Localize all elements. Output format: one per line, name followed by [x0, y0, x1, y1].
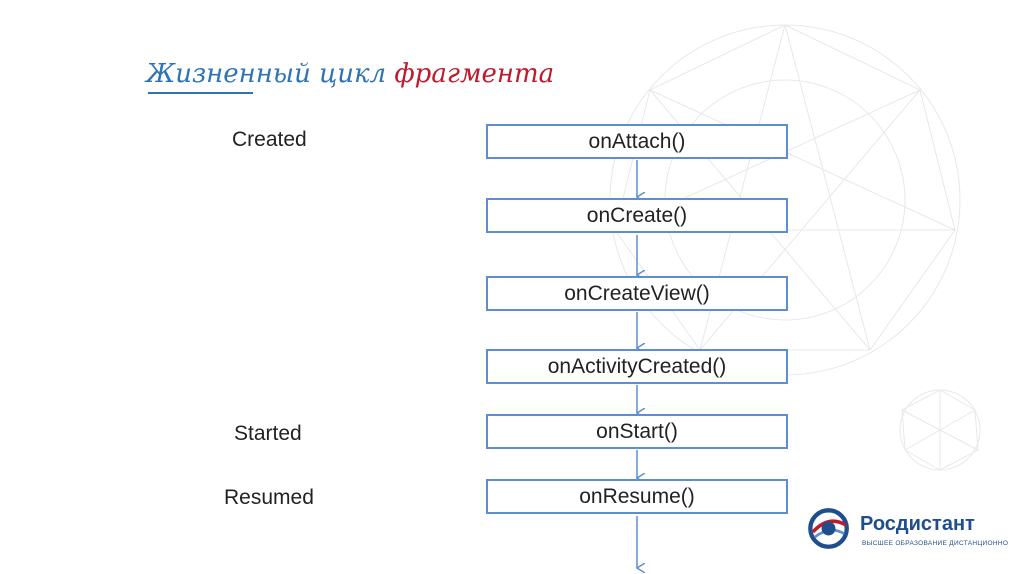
- callback-box-onresume: onResume(): [486, 479, 788, 514]
- title-part-main: Жизненный цикл: [146, 59, 387, 89]
- callback-box-oncreateview: onCreateView(): [486, 276, 788, 311]
- callback-box-oncreate: onCreate(): [486, 198, 788, 233]
- callback-box-onstart: onStart(): [486, 414, 788, 449]
- state-label-started: Started: [234, 422, 302, 445]
- title-part-accent: фрагмента: [394, 59, 555, 89]
- rosdistant-logo-icon: [808, 508, 849, 549]
- callback-box-onactivitycreated: onActivityCreated(): [486, 349, 788, 384]
- state-label-created: Created: [232, 128, 307, 151]
- page-title: Жизненный цикл фрагмента: [146, 56, 554, 92]
- logo-wordmark: Росдистант: [860, 513, 975, 535]
- state-label-resumed: Resumed: [224, 486, 314, 509]
- title-underline: [148, 92, 253, 94]
- logo-tagline: ВЫСШЕЕ ОБРАЗОВАНИЕ ДИСТАНЦИОННО: [862, 540, 1009, 547]
- callback-box-onattach: onAttach(): [486, 124, 788, 159]
